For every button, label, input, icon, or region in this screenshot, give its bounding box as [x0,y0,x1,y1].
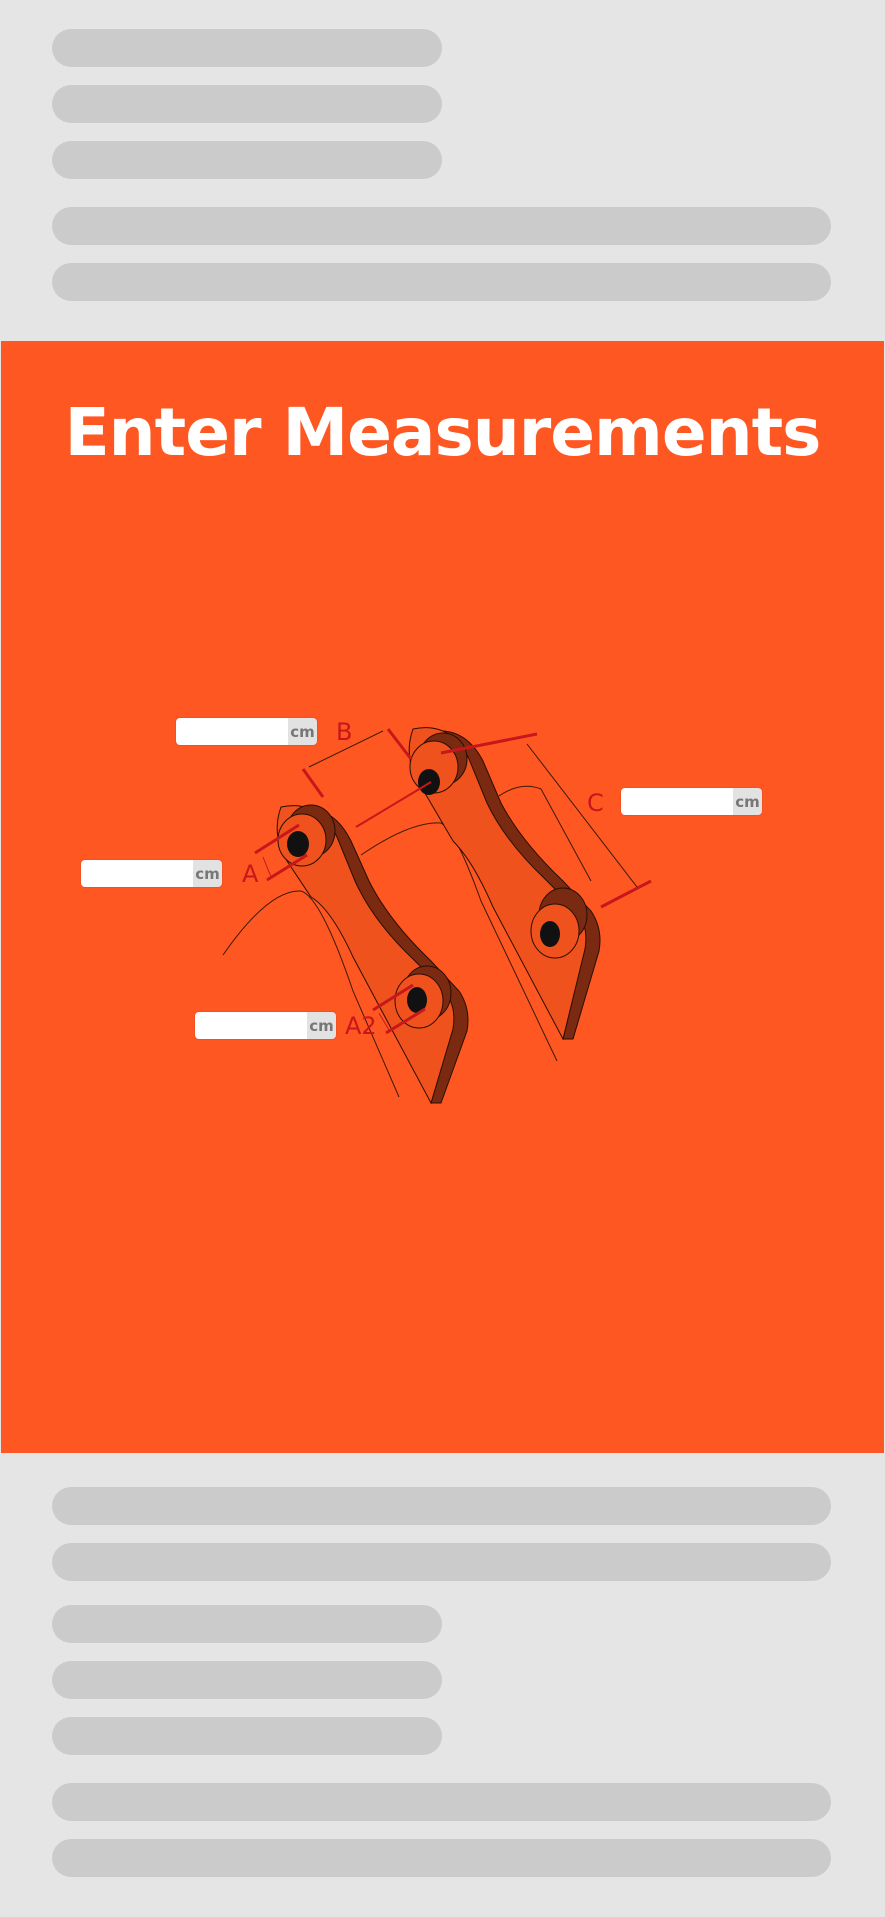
dimension-lines [254,728,652,1035]
placeholder-line [52,85,442,123]
dim-c-top [440,732,538,755]
panel-title: Enter Measurements [64,394,822,471]
bucket-outline-left [222,890,400,1098]
dim-b-left [301,768,325,798]
placeholder-line [52,1605,442,1643]
dim-a2-bottom [385,1007,426,1035]
measurement-c-input[interactable] [621,788,733,815]
unit-label: cm [733,788,762,815]
dimension-label-a: A [242,860,259,888]
left-bracket [276,804,469,1105]
bucket-outline-right [360,822,558,1062]
dim-c-bottom [600,879,652,909]
placeholder-line [52,1717,442,1755]
measurement-a-input[interactable] [81,860,193,887]
measurement-a2-input[interactable] [195,1012,307,1039]
placeholder-line [52,1543,831,1581]
dimension-label-a2: A2 [345,1012,377,1040]
placeholder-line [52,1783,831,1821]
placeholder-line [52,263,831,301]
placeholder-line [52,29,442,67]
unit-label: cm [288,718,317,745]
measurement-a-field: cm [81,860,222,887]
dim-a-bottom [266,853,308,882]
placeholder-line [52,1661,442,1699]
dimension-label-b: B [336,718,353,746]
placeholder-line [52,141,442,179]
bucket-outline-back [498,785,592,882]
unit-label: cm [307,1012,336,1039]
measurement-a2-field: cm [195,1012,336,1039]
placeholder-line [52,1487,831,1525]
dim-b-arrow [308,730,384,768]
unit-label: cm [193,860,222,887]
bracket-diagram [222,727,652,1105]
dim-b-right [386,728,413,760]
placeholder-line [52,207,831,245]
dim-a-top [254,823,300,855]
right-bracket [408,727,601,1041]
dimension-label-c: C [587,789,604,817]
dim-a2-top [372,983,414,1012]
dim-c-arrow [526,743,638,888]
measurement-b-field: cm [176,718,317,745]
measurement-c-field: cm [621,788,762,815]
measurement-b-input[interactable] [176,718,288,745]
placeholder-line [52,1839,831,1877]
measurement-panel: Enter Measurements [1,341,884,1453]
